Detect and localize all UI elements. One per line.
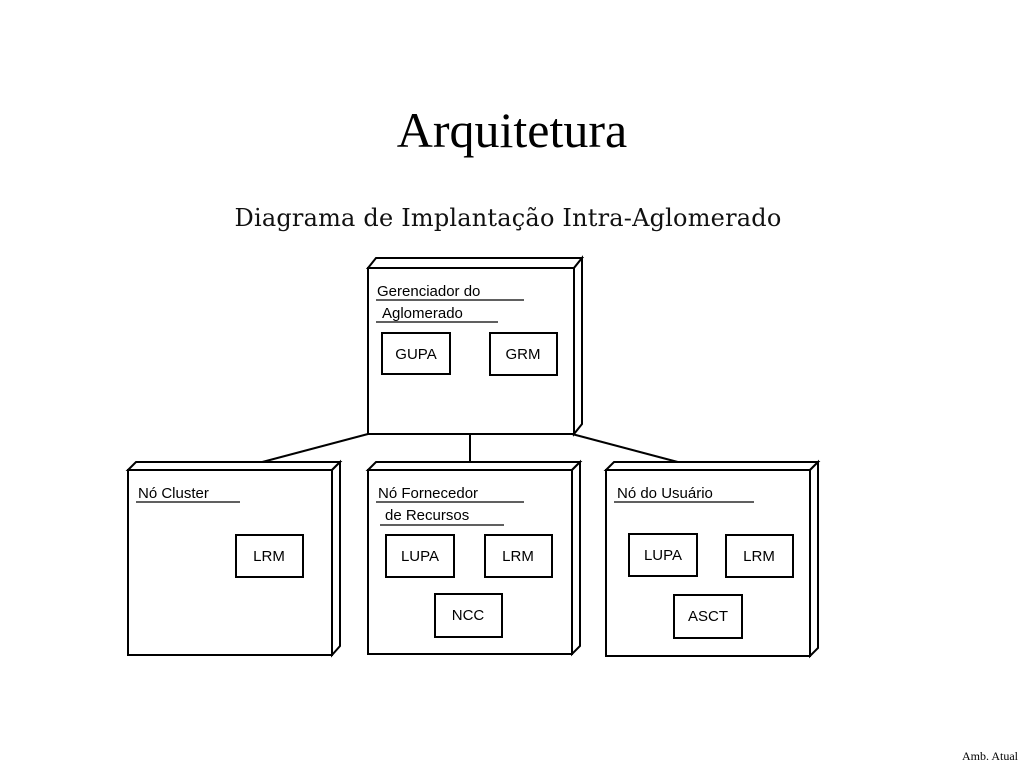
component-box [235, 534, 304, 578]
component-box [484, 534, 553, 578]
component-label: ASCT [688, 608, 728, 625]
node-3d-top [809, 459, 819, 659]
component-label: LRM [743, 548, 775, 565]
node-title-line-1: Nó Cluster [138, 485, 209, 502]
component-label: LRM [502, 548, 534, 565]
node-3d-side [365, 257, 585, 269]
node-cluster: Nó Cluster LRM [125, 459, 343, 658]
node-title-line-1: Nó do Usuário [617, 485, 713, 502]
component-lupa: LUPA [628, 533, 698, 577]
component-label: LUPA [401, 548, 439, 565]
component-asct: ASCT [673, 594, 743, 639]
node-3d-top [573, 255, 583, 437]
node-resource-provider: Nó Fornecedor de Recursos LUPA LRM NCC [365, 459, 583, 657]
node-3d-side [365, 461, 583, 471]
component-label: GUPA [395, 346, 436, 363]
node-3d-top [571, 459, 581, 657]
component-label: GRM [506, 346, 541, 363]
component-grm: GRM [489, 332, 558, 376]
component-ncc: NCC [434, 593, 503, 638]
component-label: NCC [452, 607, 485, 624]
component-gupa: GUPA [381, 332, 451, 375]
diagram-subtitle: Diagrama de Implantação Intra-Aglomerado [234, 204, 782, 232]
footer-label: Amb. Atual [962, 749, 1018, 763]
node-aglomerado-manager: Gerenciador do Aglomerado GUPA GRM [365, 255, 585, 437]
node-3d-top [331, 459, 341, 658]
component-box [725, 534, 794, 578]
component-label: LUPA [644, 547, 682, 564]
component-box [381, 332, 451, 375]
slide-title: Arquitetura [396, 102, 628, 158]
component-label: LRM [253, 548, 285, 565]
component-box [385, 534, 455, 578]
node-title-line-2: Aglomerado [382, 305, 463, 322]
node-3d-side [125, 461, 343, 471]
component-box [673, 594, 743, 639]
component-box [628, 533, 698, 577]
node-3d-side [603, 461, 821, 471]
component-lrm: LRM [235, 534, 304, 578]
node-title-line-1: Nó Fornecedor [378, 485, 478, 502]
node-title-line-1: Gerenciador do [377, 283, 480, 300]
component-lrm: LRM [725, 534, 794, 578]
component-lupa: LUPA [385, 534, 455, 578]
node-title-line-2: de Recursos [385, 507, 469, 524]
component-box [489, 332, 558, 376]
node-user: Nó do Usuário LUPA LRM ASCT [603, 459, 821, 659]
component-lrm: LRM [484, 534, 553, 578]
component-box [434, 593, 503, 638]
